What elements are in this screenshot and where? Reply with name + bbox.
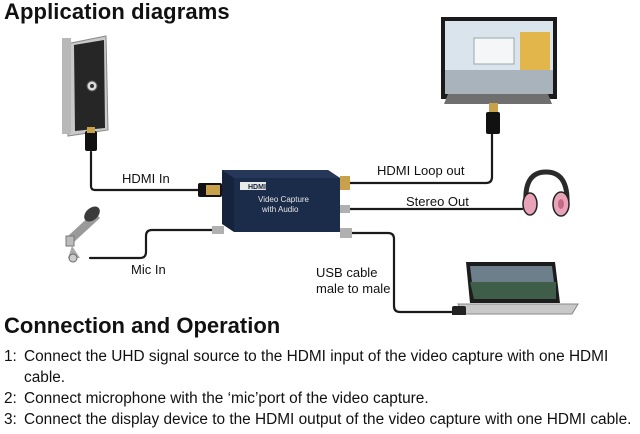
step-item: 2: Connect microphone with the ‘mic’port… bbox=[4, 388, 636, 409]
step-text: Connect the display device to the HDMI o… bbox=[24, 411, 632, 428]
step-number: 1: bbox=[4, 348, 17, 365]
usb-cable-label-line2: male to male bbox=[316, 281, 391, 296]
mic-in-label: Mic In bbox=[131, 262, 166, 277]
steps-list: 1: Connect the UHD signal source to the … bbox=[4, 346, 636, 430]
hdmi-loop-out-label: HDMI Loop out bbox=[377, 163, 465, 178]
usb-cable-label-line1: USB cable bbox=[316, 265, 378, 280]
step-number: 2: bbox=[4, 390, 17, 407]
mic-cable bbox=[88, 228, 214, 260]
hdmi-in-label: HDMI In bbox=[122, 171, 170, 186]
capture-device bbox=[198, 170, 352, 238]
headphones-icon bbox=[522, 169, 570, 217]
hdmi-in-cable bbox=[89, 150, 200, 192]
tv-icon bbox=[441, 17, 557, 134]
device-logo: HDMI bbox=[248, 184, 266, 191]
step-text: Connect microphone with the ‘mic’port of… bbox=[24, 390, 429, 407]
section-title: Connection and Operation bbox=[4, 313, 281, 338]
usb-cable bbox=[344, 231, 457, 314]
application-diagram: HDMI Video Capture with Audio bbox=[62, 17, 579, 315]
step-item: 1: Connect the UHD signal source to the … bbox=[4, 346, 636, 388]
laptop-icon bbox=[452, 262, 579, 315]
cables bbox=[88, 132, 524, 314]
step-text: Connect the UHD signal source to the HDM… bbox=[24, 348, 609, 386]
stereo-out-label: Stereo Out bbox=[406, 194, 469, 209]
device-label-line2: with Audio bbox=[261, 205, 299, 214]
step-number: 3: bbox=[4, 411, 17, 428]
hdmi-loop-out-cable bbox=[344, 132, 494, 185]
step-item: 3: Connect the display device to the HDM… bbox=[4, 409, 636, 430]
pc-tower-icon bbox=[62, 35, 109, 151]
page-title: Application diagrams bbox=[4, 0, 230, 24]
microphone-icon bbox=[65, 206, 100, 263]
device-label-line1: Video Capture bbox=[258, 195, 310, 204]
